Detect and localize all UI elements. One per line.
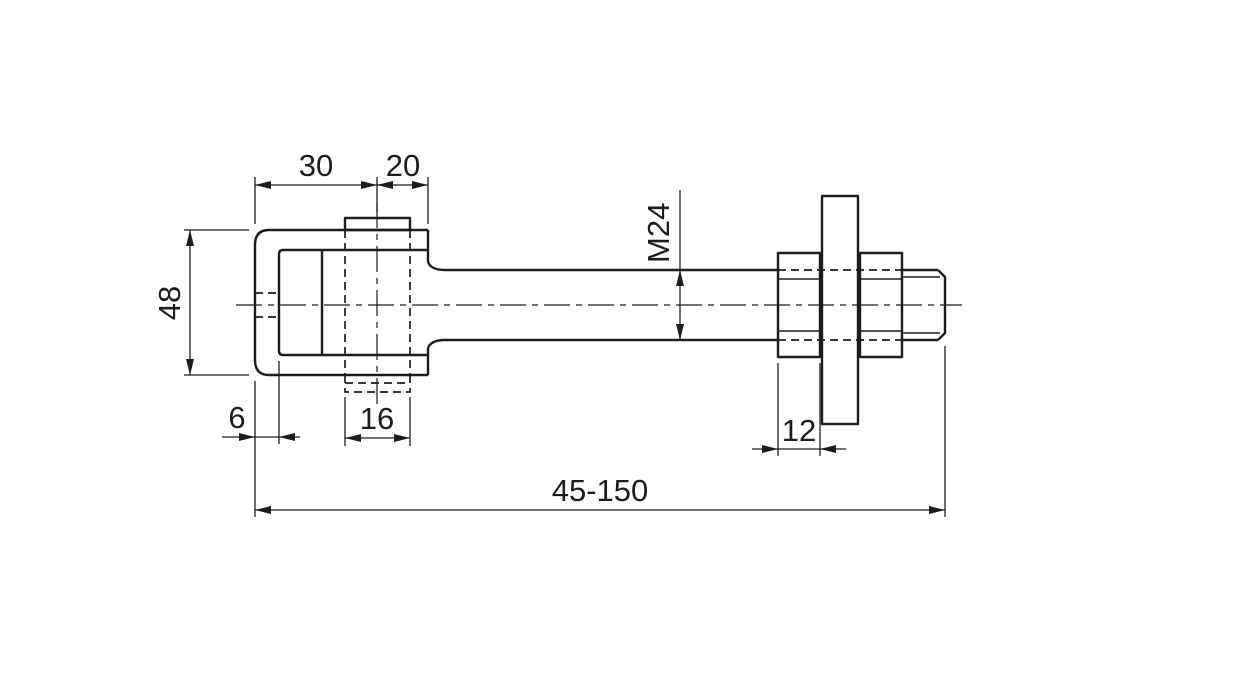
barrel-to-rod-fillet-bottom — [426, 338, 446, 349]
arrowhead — [255, 181, 271, 189]
bracket-outer-contour — [253, 228, 428, 377]
dimension-16: 16 — [344, 397, 411, 446]
pivot-bottom-nut — [344, 374, 411, 393]
arrowhead — [676, 324, 684, 340]
dimension-45-150: 45-150 — [255, 346, 946, 517]
arrowhead — [394, 434, 410, 442]
bracket-inner-contour — [277, 248, 428, 357]
dimension-label-m24: M24 — [641, 203, 676, 263]
dimension-12: 12 — [752, 363, 846, 456]
mounting-plate — [820, 194, 860, 426]
dimension-label-16: 16 — [360, 401, 394, 436]
arrowhead — [377, 181, 393, 189]
arrowhead — [239, 433, 255, 441]
dimension-6: 6 — [222, 361, 300, 517]
arrowhead — [361, 181, 377, 189]
arrowhead — [929, 506, 945, 514]
dimension-48: 48 — [152, 229, 249, 376]
dimension-label-30: 30 — [299, 148, 333, 183]
barrel-to-rod-fillet-top — [426, 261, 446, 272]
plate-body — [820, 194, 860, 426]
dimension-label-12: 12 — [782, 413, 816, 448]
arrowhead — [820, 445, 836, 453]
arrowhead — [186, 359, 194, 375]
threaded-rod — [445, 268, 902, 342]
arrowhead — [186, 230, 194, 246]
dimension-label-48: 48 — [152, 286, 187, 320]
dimension-label-20: 20 — [386, 148, 420, 183]
arrowhead — [676, 270, 684, 286]
dimension-label-6: 6 — [228, 400, 245, 435]
dimension-m24: M24 — [641, 190, 684, 340]
dimension-30: 30 — [254, 148, 378, 224]
arrowhead — [255, 506, 271, 514]
arrowhead — [762, 445, 778, 453]
pivot-barrel — [320, 216, 446, 393]
dimension-20: 20 — [377, 148, 429, 224]
arrowhead — [345, 434, 361, 442]
arrowhead — [412, 181, 428, 189]
arrowhead — [279, 433, 295, 441]
centerlines — [236, 202, 962, 408]
hinge-bracket — [253, 228, 430, 377]
dimension-label-45-150: 45-150 — [552, 473, 649, 508]
